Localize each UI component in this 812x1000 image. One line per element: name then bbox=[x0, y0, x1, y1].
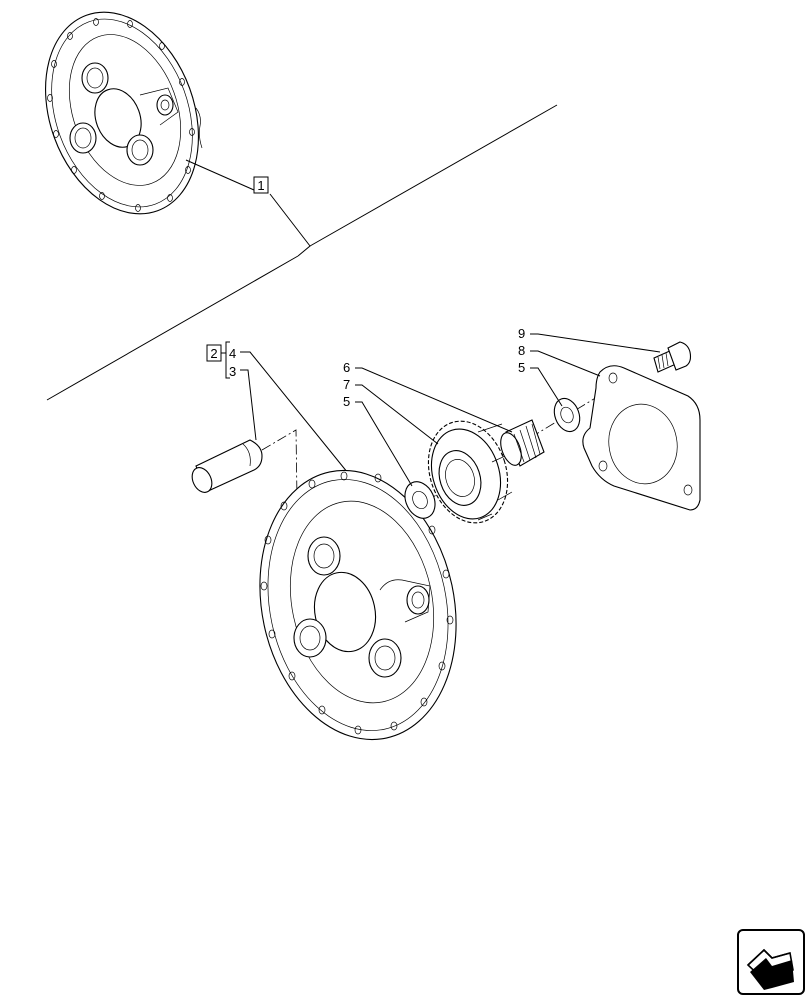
needle-bearing bbox=[500, 419, 545, 467]
group-label-1: 1 bbox=[253, 176, 269, 194]
callout-4: 4 bbox=[229, 346, 236, 361]
hex-bolt bbox=[653, 341, 692, 373]
callout-5-right: 5 bbox=[518, 360, 525, 375]
svg-text:2: 2 bbox=[210, 346, 217, 361]
thrust-washer-left bbox=[404, 481, 436, 519]
next-page-arrow-icon[interactable] bbox=[737, 929, 805, 995]
thrust-washer-right bbox=[553, 397, 581, 433]
separator-line bbox=[46, 104, 558, 401]
callout-bracket bbox=[221, 341, 230, 379]
planet-carrier-small bbox=[45, 11, 203, 215]
callout-9: 9 bbox=[518, 326, 525, 341]
retaining-plate bbox=[582, 365, 701, 511]
planet-gear bbox=[427, 420, 515, 524]
callout-7: 7 bbox=[343, 377, 350, 392]
callout-3: 3 bbox=[229, 364, 236, 379]
callout-8: 8 bbox=[518, 343, 525, 358]
svg-text:1: 1 bbox=[257, 178, 264, 193]
callout-5-left: 5 bbox=[343, 394, 350, 409]
planet-pin bbox=[191, 439, 263, 493]
group-label-2: 2 bbox=[206, 344, 222, 362]
callout-6: 6 bbox=[343, 360, 350, 375]
planet-carrier-large bbox=[259, 469, 457, 741]
